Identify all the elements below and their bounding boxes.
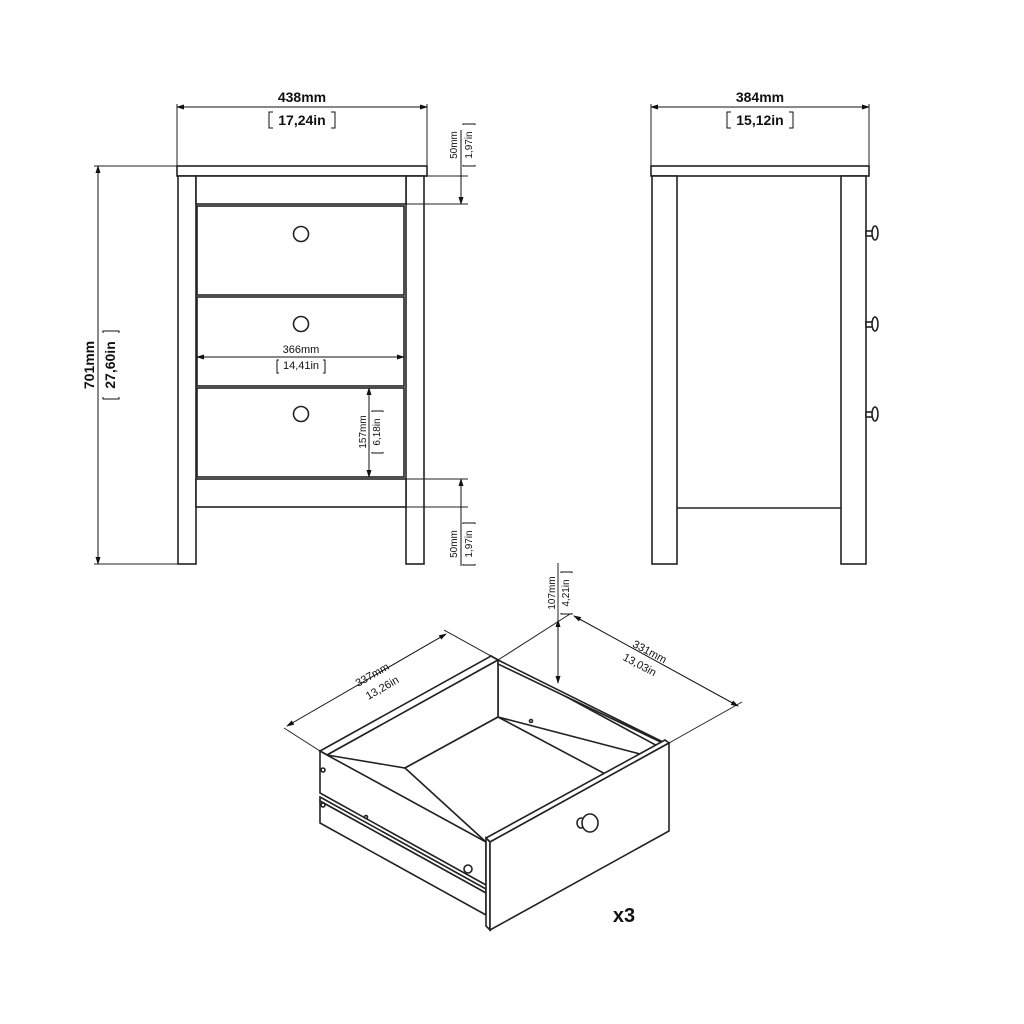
drawer-quantity-label: x3 [613,905,635,927]
front-bottom-rail [195,478,407,508]
bottom-gap-mm: 50mm [449,530,460,558]
top-gap-mm: 50mm [449,131,460,159]
side-depth-mm: 384mm [736,89,784,105]
front-width-in: 17,24in [278,112,325,128]
side-knob-1-icon [865,225,879,241]
front-right-leg [405,175,425,565]
side-top-slab [650,165,870,177]
drawer-front-panel [489,741,670,932]
side-view: 384mm 15,12in [650,89,879,565]
side-front-leg [840,175,867,565]
front-width-mm: 438mm [278,89,326,105]
top-gap-in: 1,97in [464,131,475,158]
drawer-height-in: 6,18in [372,418,383,445]
front-knob-3-icon [292,405,310,423]
front-knob-2-icon [292,315,310,333]
front-top-slab [176,165,428,177]
side-back-leg [651,175,678,565]
drawer-knob-icon [581,813,599,833]
drawer-height-mm: 107mm [547,576,558,609]
front-knob-1-icon [292,225,310,243]
front-drawer-2 [196,296,405,387]
front-left-leg [177,175,197,565]
drawer-height-in: 4,21in [561,579,572,606]
drawer-height-mm: 157mm [358,415,369,448]
drawer-detail: 337mm 13,26in 331mm 13,03in 107mm 4,21in… [283,563,743,932]
side-knob-2-icon [865,316,879,332]
front-top-rail [195,175,407,205]
bottom-gap-in: 1,97in [464,530,475,557]
side-knob-3-icon [865,406,879,422]
side-depth-in: 15,12in [736,112,783,128]
front-height-mm: 701mm [81,341,97,389]
front-drawer-1 [196,205,405,296]
front-height-in: 27,60in [102,341,118,388]
inner-width-in: 14,41in [283,360,319,372]
inner-width-mm: 366mm [283,344,320,356]
front-view: 438mm 17,24in 701mm 27,60in 50mm 1,97in … [81,89,476,566]
